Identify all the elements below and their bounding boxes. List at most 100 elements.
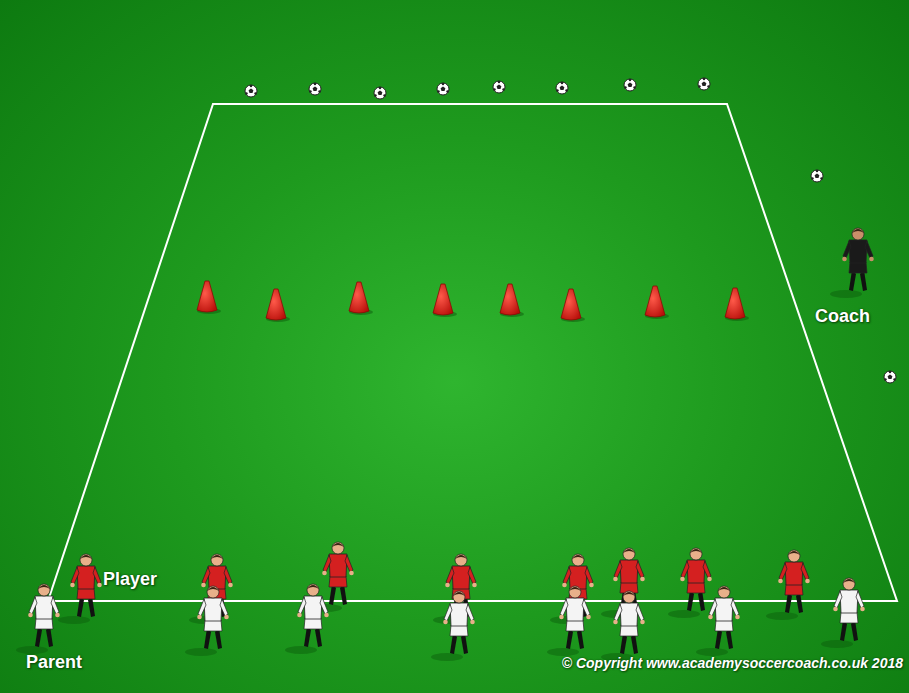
head [843, 578, 855, 590]
head [455, 554, 467, 566]
hair [38, 585, 50, 589]
ball-body [437, 83, 449, 95]
soccer-ball [437, 83, 449, 95]
shorts [620, 625, 638, 636]
hand [869, 257, 874, 262]
shirt [329, 554, 347, 577]
hair [718, 587, 730, 591]
shirt [840, 590, 858, 613]
role-label: Player [103, 569, 157, 590]
person-shadow [830, 290, 862, 298]
shirt [569, 566, 587, 589]
ball-body [374, 87, 386, 99]
hand [349, 571, 354, 576]
ball-body [811, 170, 823, 182]
hand [445, 583, 450, 588]
ball-body [309, 83, 321, 95]
hand [778, 579, 783, 584]
soccer-ball [556, 82, 568, 94]
person-figure [58, 554, 102, 624]
ball-patch [703, 78, 705, 80]
hand [28, 613, 33, 618]
shorts [840, 612, 858, 623]
ball-patch [437, 90, 439, 92]
cone-body [197, 281, 217, 312]
ball-patch [628, 83, 633, 88]
hair [623, 592, 635, 596]
shirt [785, 562, 803, 585]
pitch-outline [48, 104, 897, 601]
ball-patch [893, 378, 895, 380]
shirt [620, 560, 638, 583]
head [38, 584, 50, 596]
hair [852, 229, 864, 233]
shorts [329, 576, 347, 587]
person-shadow [547, 648, 579, 656]
arm [614, 604, 622, 621]
hand [559, 615, 564, 620]
ball-body [884, 371, 896, 383]
arm [636, 561, 644, 578]
ball-patch [497, 85, 502, 90]
person-figure [601, 591, 645, 661]
ball-patch [707, 85, 709, 87]
ball-patch [446, 90, 448, 92]
arm [585, 567, 593, 584]
ball-patch [556, 89, 558, 91]
role-label: Coach [815, 306, 870, 327]
arm [220, 599, 228, 616]
shorts [35, 618, 53, 629]
arm [834, 591, 842, 608]
arm [560, 599, 568, 616]
soccer-ball [698, 78, 710, 90]
hand [707, 577, 712, 582]
head [453, 591, 465, 603]
shorts [785, 584, 803, 595]
person-figure [821, 578, 865, 648]
ball-patch [383, 94, 385, 96]
hand [680, 577, 685, 582]
shorts [715, 620, 733, 631]
hand [224, 615, 229, 620]
arm [681, 561, 689, 578]
hand [55, 613, 60, 618]
role-label: Parent [26, 652, 82, 673]
ball-body [493, 81, 505, 93]
shirt [35, 596, 53, 619]
people-group [16, 228, 874, 661]
soccer-ball [309, 83, 321, 95]
person-figure [696, 586, 740, 656]
hair [453, 592, 465, 596]
ball-patch [816, 170, 818, 172]
soccer-ball [374, 87, 386, 99]
arm [779, 563, 787, 580]
hand [860, 607, 865, 612]
arm [51, 597, 59, 614]
ball-patch [561, 82, 563, 84]
ball-patch [254, 92, 256, 94]
hand [228, 583, 233, 588]
ball-patch [314, 83, 316, 85]
shorts [849, 262, 867, 273]
hand [322, 571, 327, 576]
hair [788, 551, 800, 555]
hair [455, 555, 467, 559]
head [80, 554, 92, 566]
arm [320, 597, 328, 614]
ball-patch [245, 92, 247, 94]
hand [589, 583, 594, 588]
shirt [450, 603, 468, 626]
ball-patch [309, 90, 311, 92]
cone-body [645, 286, 665, 317]
ball-body [556, 82, 568, 94]
person-figure [550, 554, 594, 624]
shorts [450, 625, 468, 636]
ball-patch [633, 86, 635, 88]
ball-patch [442, 83, 444, 85]
person-figure [766, 550, 810, 620]
person-shadow [285, 646, 317, 654]
cone-group [197, 281, 749, 322]
shorts [204, 620, 222, 631]
ball-patch [820, 177, 822, 179]
ball-patch [502, 88, 504, 90]
